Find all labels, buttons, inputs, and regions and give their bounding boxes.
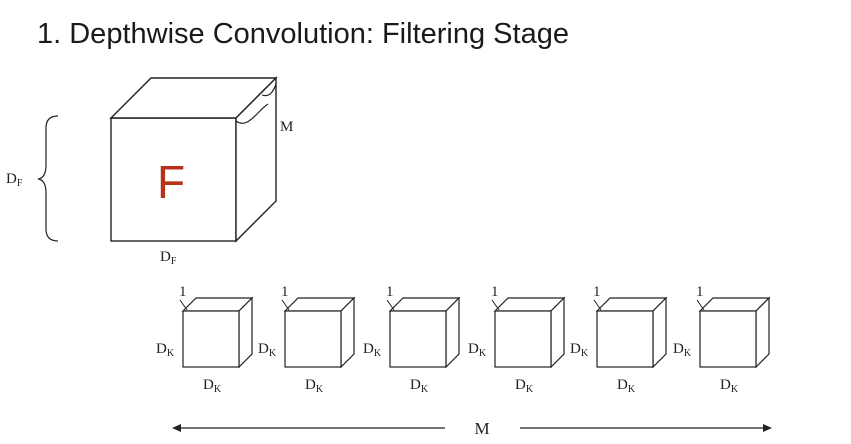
filter-depth-label: 1	[491, 284, 499, 300]
input-cube-letter: F	[157, 156, 185, 208]
filter-depth-tick	[281, 299, 290, 311]
input-cube-side-face	[235, 76, 277, 243]
filter-width-label: DK	[515, 377, 534, 395]
input-cube-front-face	[110, 117, 237, 242]
filter-cube-side-face	[445, 296, 460, 369]
input-depth-label: M	[280, 119, 293, 135]
filter-depth-tick	[179, 299, 188, 311]
filter-width-label: DK	[203, 377, 222, 395]
filter-depth-label: 1	[593, 284, 601, 300]
filter-depth-label: 1	[281, 284, 289, 300]
filter-width-label: DK	[305, 377, 324, 395]
filter-cube-front-face	[494, 310, 552, 368]
filter-cube-front-face	[389, 310, 447, 368]
filter-cube	[181, 296, 254, 369]
count-arrow	[172, 424, 772, 432]
filter-height-label: DK	[156, 341, 175, 359]
input-cube	[109, 76, 278, 243]
input-height-label: DF	[6, 171, 23, 189]
filter-depth-tick	[593, 299, 602, 311]
filter-depth-tick	[386, 299, 395, 311]
filter-cube-front-face	[596, 310, 654, 368]
depth-brace	[235, 83, 277, 124]
filter-depth-label: 1	[386, 284, 394, 300]
filter-width-label: DK	[720, 377, 739, 395]
filter-depth-tick	[696, 299, 705, 311]
filter-depth-label: 1	[179, 284, 187, 300]
filter-cube-side-face	[550, 296, 565, 369]
filter-height-label: DK	[570, 341, 589, 359]
filter-cube	[388, 296, 461, 369]
filter-depth-label: 1	[696, 284, 704, 300]
filter-width-label: DK	[617, 377, 636, 395]
filter-cube	[493, 296, 566, 369]
count-label: M	[474, 419, 489, 438]
count-arrow-left-head	[172, 424, 181, 432]
filter-cube-side-face	[340, 296, 355, 369]
height-brace	[37, 115, 59, 242]
filter-height-label: DK	[673, 341, 692, 359]
filter-width-label: DK	[410, 377, 429, 395]
filter-cube	[595, 296, 668, 369]
filter-height-label: DK	[468, 341, 487, 359]
filter-depth-tick	[491, 299, 500, 311]
input-width-label: DF	[160, 249, 177, 267]
filter-cube-side-face	[755, 296, 770, 369]
filter-cube-front-face	[182, 310, 240, 368]
page-title: 1. Depthwise Convolution: Filtering Stag…	[37, 18, 569, 50]
filter-height-label: DK	[363, 341, 382, 359]
filter-height-label: DK	[258, 341, 277, 359]
filter-row: 1DK DK 1DK DK 1DK DK 1DK DK 1DK DK 1DK DK	[156, 284, 771, 395]
filter-cube	[698, 296, 771, 369]
filter-cube-side-face	[652, 296, 667, 369]
filter-cube-front-face	[284, 310, 342, 368]
filter-cube-front-face	[699, 310, 757, 368]
filter-cube	[283, 296, 356, 369]
count-arrow-right-head	[763, 424, 772, 432]
filter-cube-side-face	[238, 296, 253, 369]
